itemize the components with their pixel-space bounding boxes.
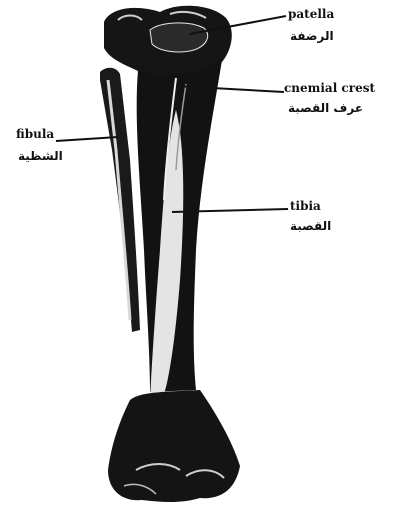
patella xyxy=(150,23,208,52)
fibula-label-en: fibula xyxy=(16,128,54,141)
fibula-leader xyxy=(56,137,118,141)
cnemial-crest-label-en: cnemial crest xyxy=(284,82,375,95)
patella-label-en: patella xyxy=(288,8,334,21)
cnemial-crest-label-ar: عرف القصبة xyxy=(288,102,363,115)
fibula-label-ar: الشظية xyxy=(18,150,63,163)
patella-label-ar: الرضفة xyxy=(290,30,334,43)
tibia-label-en: tibia xyxy=(290,200,321,213)
tibia-label-ar: القصبة xyxy=(290,220,331,233)
